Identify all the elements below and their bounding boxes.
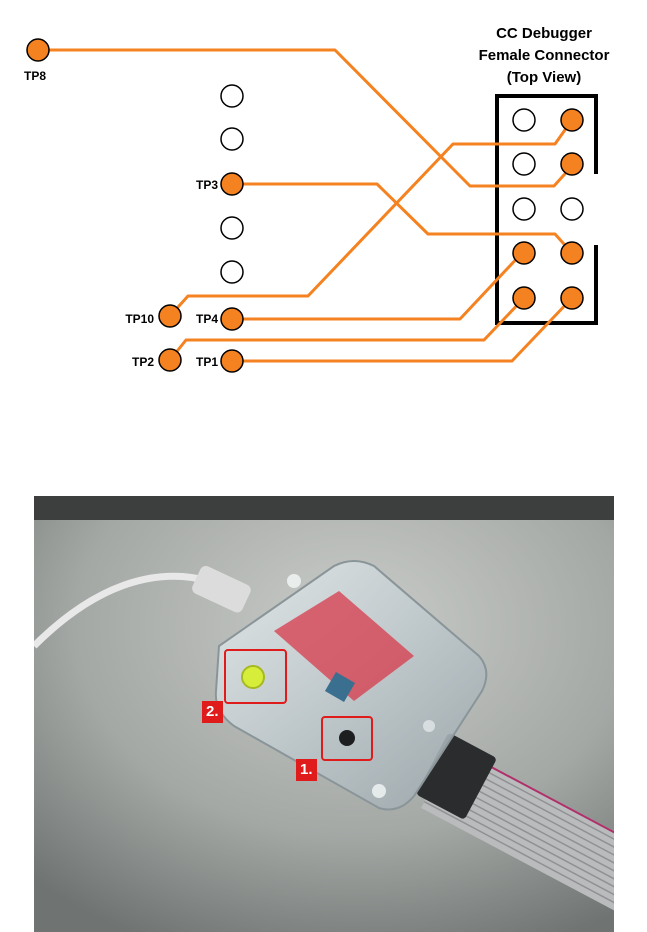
pad-tp4 — [221, 308, 243, 330]
callout-box-led — [224, 649, 287, 704]
pad-tp10 — [159, 305, 181, 327]
connector-pin-3 — [513, 153, 535, 175]
label-tp2: TP2 — [132, 355, 154, 369]
connector-pin-6 — [561, 198, 583, 220]
callout-label-2: 2. — [202, 701, 223, 723]
connector-title-line3: (Top View) — [507, 69, 581, 86]
connector-pin-8 — [561, 242, 583, 264]
label-tp1: TP1 — [196, 355, 218, 369]
pad-empty-4 — [221, 261, 243, 283]
connector-pin-10 — [561, 287, 583, 309]
connector-pin-1 — [513, 109, 535, 131]
pad-empty-3 — [221, 217, 243, 239]
connector-pin-4 — [561, 153, 583, 175]
label-tp8: TP8 — [24, 69, 46, 83]
label-tp10: TP10 — [125, 312, 154, 326]
debugger-photo-illustration — [34, 496, 614, 932]
pinout-diagram: CC Debugger Female Connector (Top View) — [0, 0, 647, 410]
wire-tp4 — [232, 253, 522, 319]
callout-box-reset-button — [321, 716, 373, 761]
pad-tp3 — [221, 173, 243, 195]
connector-pin-7 — [513, 242, 535, 264]
connector-pin-9 — [513, 287, 535, 309]
pad-tp2 — [159, 349, 181, 371]
pad-empty-1 — [221, 85, 243, 107]
pad-tp8 — [27, 39, 49, 61]
pad-empty-2 — [221, 128, 243, 150]
callout-label-1: 1. — [296, 759, 317, 781]
debugger-photo: 2. 1. — [34, 496, 614, 932]
wire-tp8 — [38, 50, 572, 186]
label-tp4: TP4 — [196, 312, 218, 326]
connector-pin-5 — [513, 198, 535, 220]
label-tp3: TP3 — [196, 178, 218, 192]
connector-title-line1: CC Debugger — [496, 25, 592, 42]
pad-tp1 — [221, 350, 243, 372]
connector-pin-2 — [561, 109, 583, 131]
connector-title-line2: Female Connector — [479, 47, 610, 64]
